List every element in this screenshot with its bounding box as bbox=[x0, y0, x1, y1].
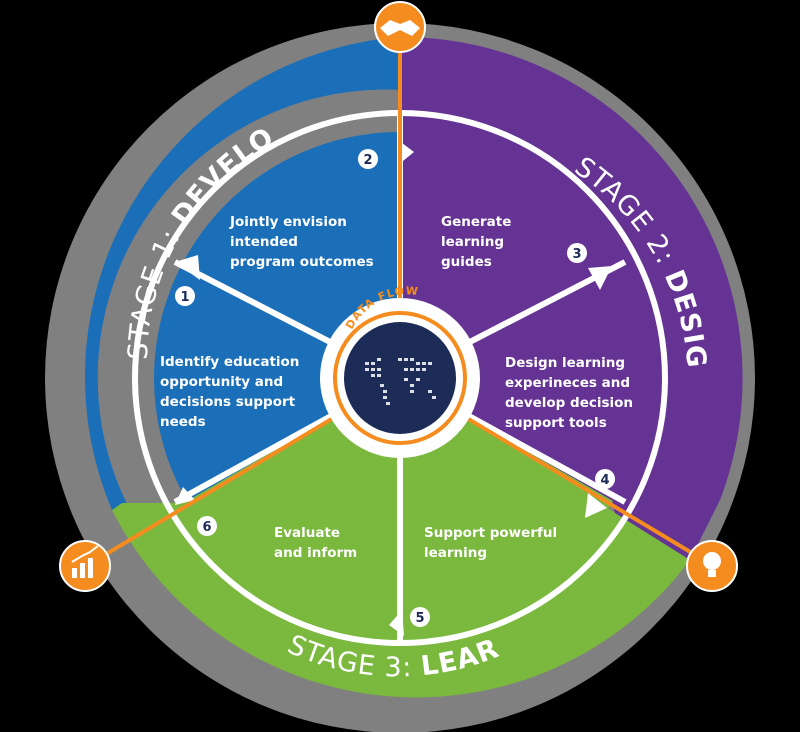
step-5-text: Support powerful learning bbox=[424, 525, 562, 561]
step-badge-6: 6 bbox=[197, 516, 217, 536]
svg-text:4: 4 bbox=[600, 473, 609, 488]
step-badge-4: 4 bbox=[595, 469, 615, 489]
svg-text:1: 1 bbox=[180, 290, 189, 305]
ring-arrow-5 bbox=[389, 610, 404, 636]
step-1-text: Identify education opportunity and decis… bbox=[160, 354, 304, 430]
stage-develop-sector bbox=[84, 37, 424, 510]
svg-text:5: 5 bbox=[415, 611, 424, 626]
world-map-icon bbox=[365, 358, 436, 405]
step-2-text: Jointly envision intended program outcom… bbox=[229, 214, 374, 270]
step-6-text: Evaluate and inform bbox=[274, 525, 357, 561]
step-badge-2: 2 bbox=[358, 149, 378, 169]
data-flow-ring bbox=[333, 311, 467, 445]
ring-arrow-1 bbox=[175, 255, 200, 280]
svg-text:3: 3 bbox=[572, 247, 581, 262]
step-badge-5: 5 bbox=[410, 607, 430, 627]
globe-disc bbox=[344, 322, 456, 434]
step-4-text: Design learning experineces and develop … bbox=[505, 355, 638, 431]
ring-arrow-6 bbox=[175, 487, 195, 505]
ring-arrow-4 bbox=[585, 493, 607, 518]
svg-text:2: 2 bbox=[363, 153, 372, 168]
chart-icon bbox=[59, 540, 111, 592]
svg-text:6: 6 bbox=[202, 520, 211, 535]
handshake-icon bbox=[374, 1, 426, 53]
ring-arrow-3 bbox=[588, 266, 612, 290]
step-badge-1: 1 bbox=[175, 286, 195, 306]
step-3-text: Generate learning guides bbox=[441, 214, 516, 270]
lightbulb-icon bbox=[686, 540, 738, 592]
step-badge-3: 3 bbox=[567, 243, 587, 263]
